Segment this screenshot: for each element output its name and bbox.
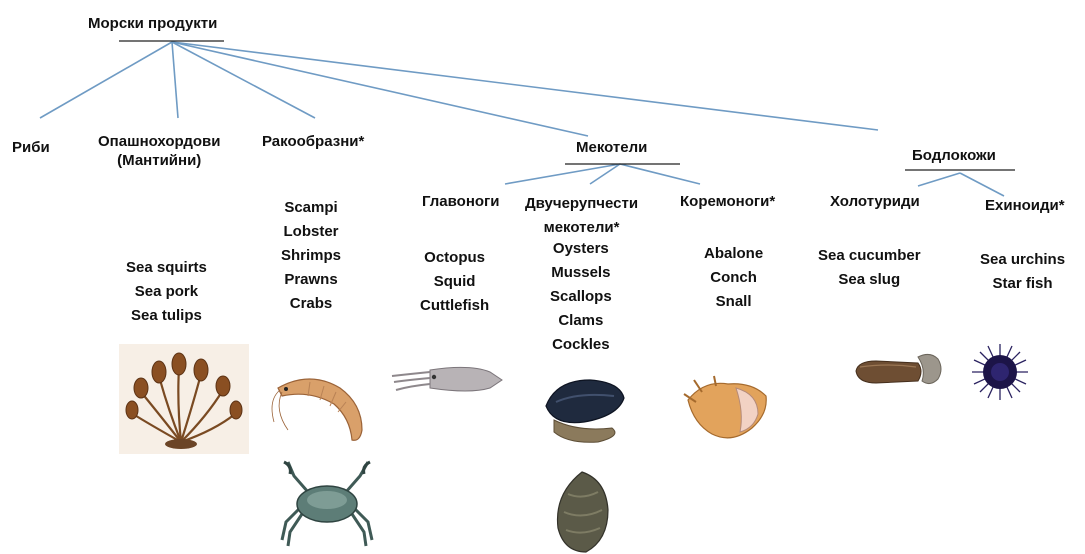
group-tunicates-label: Опашнохордови (Мантийни) xyxy=(98,132,220,170)
subgroup-gastropods-label: Коремоноги* xyxy=(680,192,775,211)
example-item: Mussels xyxy=(550,261,612,285)
example-item: Sea pork xyxy=(126,280,207,304)
example-item: Scampi xyxy=(281,196,341,220)
connector-molluscs-cephalopods xyxy=(505,164,620,184)
connector-echinoderms-holothurians xyxy=(918,173,960,186)
group-fish-label: Риби xyxy=(12,138,50,157)
group-echinoderms-label: Бодлокожи xyxy=(912,146,996,165)
example-item: Sea slug xyxy=(818,268,921,292)
group-molluscs-label: Мекотели xyxy=(576,138,647,157)
squid-illustration xyxy=(390,362,505,397)
subgroup-holothurians-label: Холотуриди xyxy=(830,192,920,211)
conch-illustration xyxy=(682,374,772,444)
example-item: Snall xyxy=(704,290,763,314)
example-item: Sea cucumber xyxy=(818,244,921,268)
example-item: Scallops xyxy=(550,285,612,309)
connector-root-fish xyxy=(40,42,172,118)
connector-root-molluscs xyxy=(172,42,588,136)
crab-illustration xyxy=(280,458,375,548)
example-item: Octopus xyxy=(420,246,489,270)
example-item: Conch xyxy=(704,266,763,290)
group-crustaceans-label: Ракообразни* xyxy=(262,132,364,151)
example-item: Cockles xyxy=(550,333,612,357)
example-item: Lobster xyxy=(281,220,341,244)
mussel-illustration xyxy=(538,376,628,446)
connector-root-crustaceans xyxy=(172,42,315,118)
connector-molluscs-gastropods xyxy=(620,164,700,184)
sea-cucumber-illustration xyxy=(852,349,944,391)
sea-tulip-illustration xyxy=(119,344,249,454)
example-item: Squid xyxy=(420,270,489,294)
example-item: Shrimps xyxy=(281,244,341,268)
example-item: Oysters xyxy=(550,237,612,261)
shrimp-illustration xyxy=(270,370,370,450)
connector-root-tunicates xyxy=(172,42,178,118)
example-item: Sea urchins xyxy=(980,248,1065,272)
example-item: Crabs xyxy=(281,292,341,316)
example-item: Sea tulips xyxy=(126,304,207,328)
example-item: Star fish xyxy=(980,272,1065,296)
example-item: Abalone xyxy=(704,242,763,266)
example-item: Cuttlefish xyxy=(420,294,489,318)
example-item: Prawns xyxy=(281,268,341,292)
oyster-illustration xyxy=(552,470,612,554)
subgroup-echinoids-label: Ехиноиди* xyxy=(985,196,1065,215)
example-item: Sea squirts xyxy=(126,256,207,280)
sea-urchin-illustration xyxy=(970,342,1030,402)
connector-root-echinoderms xyxy=(172,42,878,130)
root-label: Морски продукти xyxy=(88,14,217,33)
subgroup-cephalopods-label: Главоноги xyxy=(422,192,500,211)
connector-echinoderms-echinoids xyxy=(960,173,1004,196)
example-item: Clams xyxy=(550,309,612,333)
subgroup-bivalves-label: Двучерупчести мекотели* xyxy=(525,192,638,240)
